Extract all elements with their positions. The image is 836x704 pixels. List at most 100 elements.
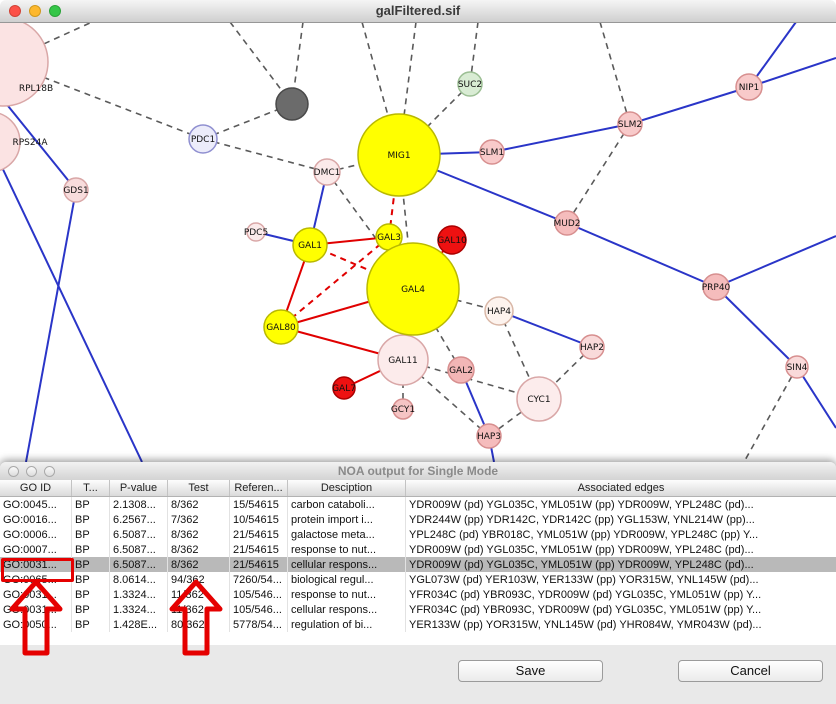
- network-edge[interactable]: [566, 123, 631, 224]
- network-edge[interactable]: [629, 86, 750, 125]
- noa-traffic-lights: [8, 466, 55, 477]
- network-node-gal11[interactable]: [377, 334, 429, 386]
- network-node-rps24a[interactable]: [0, 112, 21, 172]
- column-header-goid[interactable]: GO ID: [0, 480, 72, 496]
- column-header-pvalue[interactable]: P-value: [110, 480, 168, 496]
- network-canvas[interactable]: RPL18BRPS24AGDS1PDC1DMC1MIG1SUC2SLM1SLM2…: [0, 0, 836, 462]
- network-node-pdc5[interactable]: [246, 222, 266, 242]
- table-cell: 15/54615: [230, 497, 288, 512]
- column-header-associatededges[interactable]: Associated edges: [577, 482, 665, 494]
- network-node-gal7[interactable]: [332, 376, 356, 400]
- table-cell: 8.0614...: [110, 572, 168, 587]
- close-button[interactable]: [8, 466, 19, 477]
- column-header-desciption[interactable]: Desciption: [288, 480, 406, 496]
- zoom-button[interactable]: [49, 5, 61, 17]
- network-node-nip1[interactable]: [735, 73, 763, 101]
- network-edge[interactable]: [498, 310, 593, 348]
- zoom-button[interactable]: [44, 466, 55, 477]
- network-node-gal80[interactable]: [263, 309, 299, 345]
- table-cell: YDR009W (pd) YGL035C, YML051W (pp) YDR00…: [409, 498, 754, 511]
- network-node-label: DMC1: [314, 168, 341, 178]
- network-node-gcy1[interactable]: [392, 398, 414, 420]
- network-edge[interactable]: [566, 222, 717, 288]
- network-node-mig1[interactable]: [357, 113, 441, 197]
- network-node-gal1[interactable]: [292, 227, 328, 263]
- network-node-cyc1[interactable]: [516, 376, 562, 422]
- network-edge[interactable]: [402, 359, 490, 437]
- table-cell: GO:0045...: [0, 497, 72, 512]
- network-node-label: SLM2: [618, 120, 642, 130]
- table-cell: BP: [72, 542, 110, 557]
- network-node-prp40[interactable]: [702, 273, 730, 301]
- network-node-hap4[interactable]: [484, 296, 514, 326]
- table-cell: 8/362: [168, 527, 230, 542]
- network-edge[interactable]: [398, 83, 471, 156]
- table-cell: BP: [72, 512, 110, 527]
- network-edge[interactable]: [796, 366, 836, 429]
- table-cell: GO:0065...: [0, 572, 72, 587]
- network-edge[interactable]: [0, 95, 77, 191]
- minimize-button[interactable]: [29, 5, 41, 17]
- table-cell: protein import i...: [288, 512, 406, 527]
- table-cell: YGL073W (pd) YER103W, YER133W (pp) YOR31…: [409, 573, 759, 586]
- network-node-hap3[interactable]: [476, 423, 502, 449]
- column-header-referen[interactable]: Referen...: [230, 480, 288, 496]
- table-cell: 11/362: [168, 602, 230, 617]
- network-edge[interactable]: [491, 123, 631, 153]
- network-edge[interactable]: [25, 189, 77, 462]
- noa-window-titlebar[interactable]: NOA output for Single Mode: [0, 462, 836, 481]
- save-button[interactable]: Save: [458, 660, 603, 682]
- table-cell: YPL248C (pd) YBR018C, YML051W (pp) YDR00…: [409, 528, 759, 541]
- table-cell: GO:0031...: [0, 557, 72, 572]
- network-edge[interactable]: [0, 142, 143, 462]
- network-node-label: RPL18B: [19, 84, 53, 94]
- table-cell: GO:0031...: [0, 602, 72, 617]
- network-node-slm1[interactable]: [479, 139, 505, 165]
- network-node-gal4[interactable]: [366, 242, 460, 336]
- network-edge[interactable]: [599, 21, 631, 125]
- network-edge[interactable]: [748, 57, 836, 88]
- table-cell: 105/546...: [230, 602, 288, 617]
- cancel-button[interactable]: Cancel: [678, 660, 823, 682]
- table-cell: 10/54615: [230, 512, 288, 527]
- network-edge[interactable]: [715, 286, 798, 368]
- network-node-sin4[interactable]: [785, 355, 809, 379]
- network-edge[interactable]: [715, 235, 836, 288]
- network-node-unlabeled[interactable]: [275, 87, 309, 121]
- network-node-label: MUD2: [553, 219, 580, 229]
- network-node-gal10[interactable]: [437, 225, 467, 255]
- table-cell: BP: [72, 497, 110, 512]
- network-node-pdc1[interactable]: [188, 124, 218, 154]
- column-header-test[interactable]: Test: [168, 480, 230, 496]
- close-button[interactable]: [9, 5, 21, 17]
- column-header-t[interactable]: T...: [72, 480, 110, 496]
- table-cell: 11/362: [168, 587, 230, 602]
- network-node-mud2[interactable]: [554, 210, 580, 236]
- table-cell: BP: [72, 557, 110, 572]
- table-cell: GO:0016...: [0, 512, 72, 527]
- network-node-label: GAL7: [332, 384, 356, 394]
- network-node-dmc1[interactable]: [313, 158, 341, 186]
- minimize-button[interactable]: [26, 466, 37, 477]
- network-node-suc2[interactable]: [457, 71, 483, 97]
- network-node-gal2[interactable]: [447, 356, 475, 384]
- network-node-hap2[interactable]: [579, 334, 605, 360]
- table-cell: 105/546...: [230, 587, 288, 602]
- network-window-titlebar[interactable]: galFiltered.sif: [0, 0, 836, 23]
- network-edge[interactable]: [202, 138, 328, 173]
- network-edge[interactable]: [743, 366, 798, 462]
- network-window-title: galFiltered.sif: [375, 3, 461, 18]
- network-node-slm2[interactable]: [617, 111, 643, 137]
- network-node-gds1[interactable]: [63, 177, 89, 203]
- network-edge[interactable]: [280, 236, 390, 328]
- table-cell: 6.5087...: [110, 542, 168, 557]
